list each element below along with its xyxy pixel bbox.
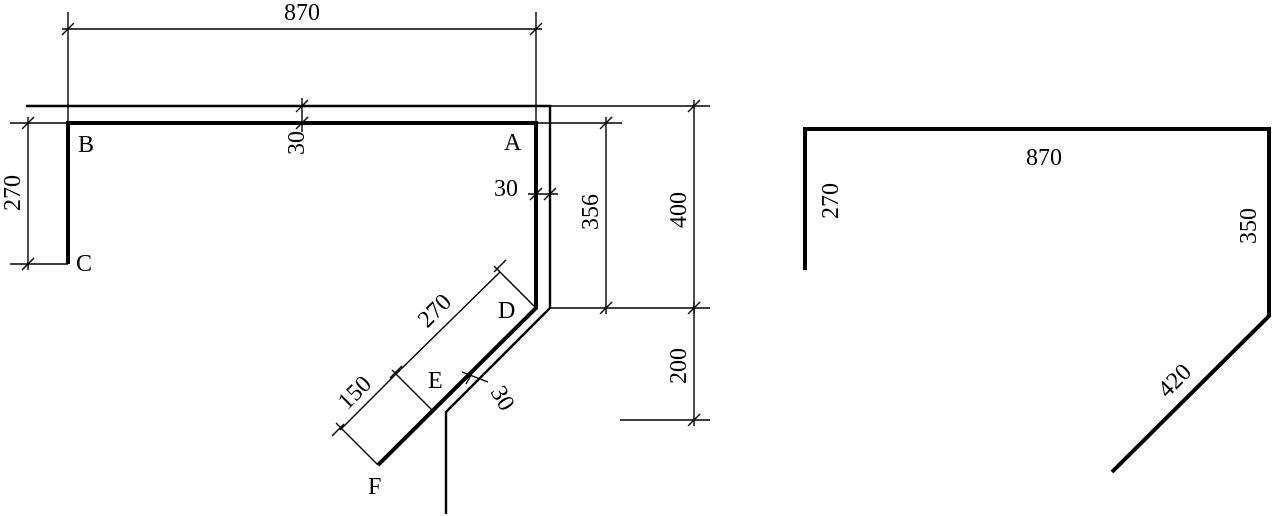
tick-diag-f xyxy=(331,423,345,437)
label-diag-270: 270 xyxy=(413,289,457,333)
tick-270-bottom xyxy=(21,257,35,271)
label-200: 200 xyxy=(666,348,692,384)
tick-30-right-b xyxy=(543,187,557,201)
point-label-c: C xyxy=(76,251,92,277)
tick-30-top-b xyxy=(295,116,309,130)
dim-line-diag-270 xyxy=(395,271,501,375)
left-figure: 870 270 30 30 356 400 200 xyxy=(0,0,710,514)
point-label-f: F xyxy=(368,474,381,500)
label-right-350: 350 xyxy=(1236,208,1262,244)
member-unfolded xyxy=(803,127,1271,474)
tick-270-top xyxy=(21,116,35,130)
tick-30-top-a xyxy=(295,99,309,113)
tick-400-top xyxy=(687,99,701,113)
member-outer xyxy=(26,104,552,514)
point-label-d: D xyxy=(498,298,515,324)
dim-line-diag-150 xyxy=(339,369,401,431)
label-356: 356 xyxy=(578,194,604,230)
ext-diag-d xyxy=(493,265,537,309)
tick-200-bottom xyxy=(687,413,701,427)
label-870: 870 xyxy=(284,0,320,26)
label-right-870: 870 xyxy=(1026,145,1062,171)
label-400: 400 xyxy=(666,192,692,228)
tick-diag-d xyxy=(493,259,507,273)
member-main xyxy=(66,121,538,467)
tick-356-top xyxy=(599,116,613,130)
point-label-a: A xyxy=(504,130,522,156)
label-diag-30: 30 xyxy=(485,382,520,416)
tick-870-right xyxy=(529,22,543,36)
tick-30-right-a xyxy=(529,187,543,201)
label-30-top: 30 xyxy=(284,131,310,155)
tick-356-bottom xyxy=(599,301,613,315)
dim-line-diag-30 xyxy=(461,371,489,383)
point-label-b: B xyxy=(78,132,94,158)
ext-diag-e xyxy=(391,369,433,411)
point-label-e: E xyxy=(428,368,443,394)
tick-870-left xyxy=(61,22,75,36)
label-diag-150: 150 xyxy=(333,371,377,415)
label-270-left: 270 xyxy=(0,175,26,211)
tick-diag-30-a xyxy=(465,365,477,385)
ext-diag-f xyxy=(335,422,379,466)
label-30-right: 30 xyxy=(494,176,518,202)
label-right-270: 270 xyxy=(818,183,844,219)
right-figure: 870 270 350 420 xyxy=(803,127,1271,474)
tick-diag-e xyxy=(389,365,403,379)
